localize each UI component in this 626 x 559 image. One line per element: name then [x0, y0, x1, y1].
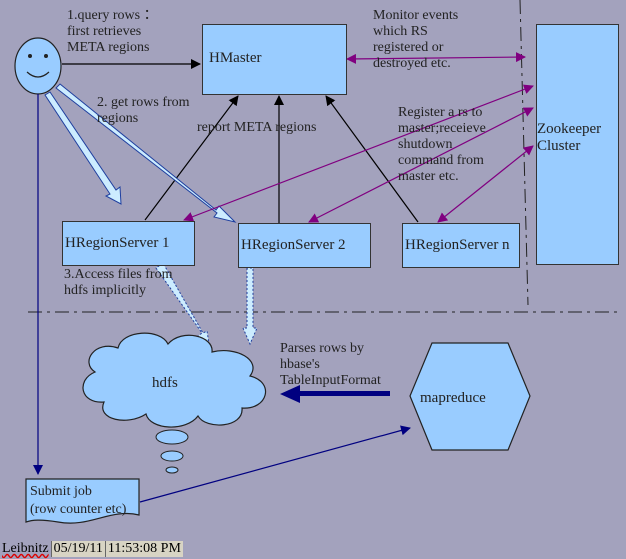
report-meta-label: report META regions	[197, 120, 317, 135]
rsn-box: HRegionServer n	[402, 223, 520, 268]
zookeeper-label: Zookeeper Cluster	[537, 121, 602, 154]
zookeeper-rsn-arrow	[437, 145, 534, 223]
author-field: Leibnitz	[2, 541, 49, 556]
mapreduce-hexagon	[409, 342, 531, 451]
rs2-box: HRegionServer 2	[238, 223, 371, 268]
user-to-rs1-block-arrow	[44, 91, 122, 205]
rs2-label: HRegionServer 2	[241, 237, 346, 253]
user-smiley-icon	[14, 37, 62, 95]
mapreduce-to-hdfs-arrow	[280, 385, 390, 403]
master-zookeeper-arrow	[346, 52, 526, 64]
hmaster-box: HMaster	[202, 24, 347, 95]
mapreduce-label: mapreduce	[420, 390, 486, 406]
query-rows-label: 1.query rows ： first retrieves META regi…	[67, 8, 158, 55]
date-field: 05/19/11	[50, 541, 105, 557]
parses-rows-label: Parses rows by hbase's TableInputFormat	[280, 341, 381, 388]
vertical-dashed-separator	[519, 0, 529, 306]
rs1-to-hdfs-arrow	[155, 262, 211, 352]
zookeeper-box: Zookeeper Cluster	[536, 24, 619, 265]
submit-to-mapreduce-arrow	[139, 425, 411, 503]
submit-job-label: Submit job (row counter etc)	[30, 484, 127, 517]
rsn-label: HRegionServer n	[405, 237, 510, 253]
monitor-events-label: Monitor events which RS registered or de…	[373, 8, 459, 71]
hmaster-label: HMaster	[209, 50, 262, 66]
hdfs-label: hdfs	[152, 375, 178, 391]
zookeeper-rs2-arrow	[308, 107, 534, 223]
get-rows-label: 2. get rows from regions	[97, 95, 190, 126]
register-rs-label: Register a rs to master;receieve shutdow…	[398, 105, 486, 184]
rs1-box: HRegionServer 1	[62, 221, 195, 266]
submit-job-document	[25, 478, 140, 524]
rs1-label: HRegionServer 1	[65, 235, 170, 251]
rs2-to-hdfs-arrow	[242, 267, 258, 346]
access-files-label: 3.Access files from hdfs implicitly	[64, 267, 173, 298]
time-field: 11:53:08 PM	[104, 541, 183, 557]
hdfs-cloud-icon	[82, 332, 267, 474]
